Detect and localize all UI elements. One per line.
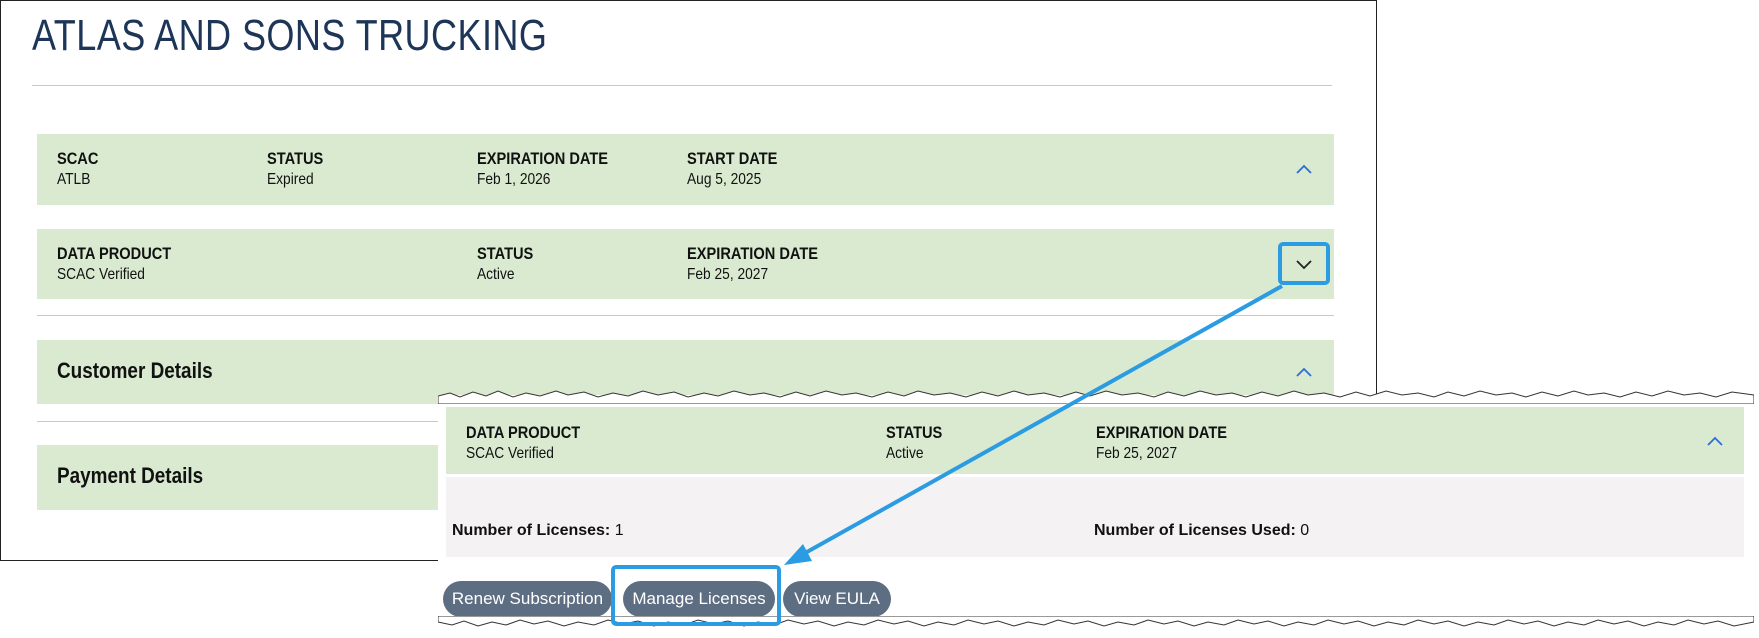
product-expiration-label: EXPIRATION DATE bbox=[687, 244, 819, 263]
zoom-status-field: STATUS Active bbox=[886, 423, 951, 463]
number-of-licenses: Number of Licenses: 1 bbox=[452, 522, 624, 540]
page-title: ATLAS AND SONS TRUCKING bbox=[32, 11, 548, 60]
status-label: STATUS bbox=[267, 149, 324, 168]
view-eula-button[interactable]: View EULA bbox=[783, 581, 891, 617]
divider bbox=[37, 315, 1334, 316]
expiration-value: Feb 1, 2026 bbox=[477, 171, 551, 188]
zoom-expiration-label: EXPIRATION DATE bbox=[1096, 423, 1228, 442]
status-value: Expired bbox=[267, 171, 314, 188]
zoom-data-product-label: DATA PRODUCT bbox=[466, 423, 581, 442]
zoom-data-product-field: DATA PRODUCT SCAC Verified bbox=[466, 423, 599, 463]
number-of-licenses-used-value: 0 bbox=[1300, 522, 1310, 539]
number-of-licenses-used-label: Number of Licenses Used: bbox=[1094, 522, 1296, 539]
zoom-expiration-field: EXPIRATION DATE Feb 25, 2027 bbox=[1096, 423, 1248, 463]
subscription-row: SCAC ATLB STATUS Expired EXPIRATION DATE… bbox=[37, 134, 1334, 205]
number-of-licenses-label: Number of Licenses: bbox=[452, 522, 611, 539]
renew-subscription-button[interactable]: Renew Subscription bbox=[443, 581, 612, 617]
data-product-field: DATA PRODUCT SCAC Verified bbox=[57, 244, 190, 284]
scac-field: SCAC ATLB bbox=[57, 149, 105, 189]
chevron-up-icon[interactable] bbox=[1705, 431, 1725, 451]
number-of-licenses-used: Number of Licenses Used: 0 bbox=[1094, 522, 1309, 540]
product-expiration-field: EXPIRATION DATE Feb 25, 2027 bbox=[687, 244, 839, 284]
highlight-box bbox=[1278, 242, 1330, 285]
divider bbox=[32, 85, 1332, 86]
scac-label: SCAC bbox=[57, 149, 99, 168]
payment-details-title: Payment Details bbox=[57, 463, 204, 488]
scac-value: ATLB bbox=[57, 171, 91, 188]
torn-edge-top bbox=[438, 390, 1754, 404]
product-status-field: STATUS Active bbox=[477, 244, 542, 284]
chevron-up-icon[interactable] bbox=[1294, 159, 1314, 179]
main-panel: ATLAS AND SONS TRUCKING SCAC ATLB STATUS… bbox=[0, 0, 1377, 561]
expiration-label: EXPIRATION DATE bbox=[477, 149, 609, 168]
zoom-data-product-value: SCAC Verified bbox=[466, 445, 554, 462]
expiration-field: EXPIRATION DATE Feb 1, 2026 bbox=[477, 149, 629, 189]
start-date-label: START DATE bbox=[687, 149, 778, 168]
start-date-field: START DATE Aug 5, 2025 bbox=[687, 149, 792, 189]
number-of-licenses-value: 1 bbox=[614, 522, 624, 539]
data-product-label: DATA PRODUCT bbox=[57, 244, 172, 263]
start-date-value: Aug 5, 2025 bbox=[687, 171, 762, 188]
zoom-expiration-value: Feb 25, 2027 bbox=[1096, 445, 1178, 462]
chevron-up-icon[interactable] bbox=[1294, 362, 1314, 382]
zoom-status-value: Active bbox=[886, 445, 924, 462]
license-panel: Number of Licenses: 1 Number of Licenses… bbox=[446, 477, 1744, 557]
product-status-label: STATUS bbox=[477, 244, 534, 263]
highlight-box bbox=[611, 565, 781, 626]
manage-licenses-button[interactable]: Manage Licenses bbox=[623, 581, 775, 617]
product-expiration-value: Feb 25, 2027 bbox=[687, 266, 769, 283]
chevron-down-icon[interactable] bbox=[1294, 254, 1314, 274]
status-field: STATUS Expired bbox=[267, 149, 332, 189]
product-row: DATA PRODUCT SCAC Verified STATUS Active… bbox=[37, 229, 1334, 299]
data-product-value: SCAC Verified bbox=[57, 266, 145, 283]
zoom-product-row: DATA PRODUCT SCAC Verified STATUS Active… bbox=[446, 407, 1744, 474]
customer-details-title: Customer Details bbox=[57, 358, 213, 383]
zoom-status-label: STATUS bbox=[886, 423, 943, 442]
product-status-value: Active bbox=[477, 266, 515, 283]
